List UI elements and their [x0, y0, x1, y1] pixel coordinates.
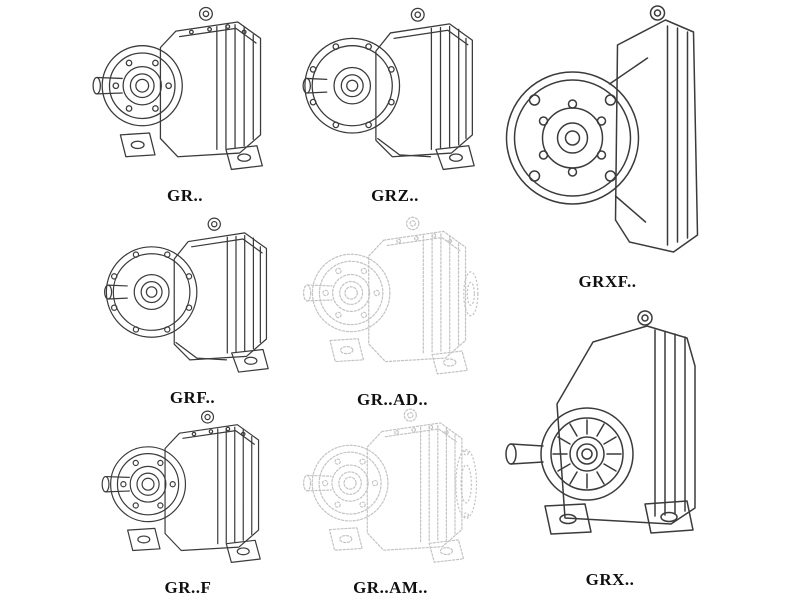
figure-grad: GR..AD..	[290, 212, 495, 414]
figure-label-grff: GR..F	[164, 578, 212, 597]
figure-label-gr: GR..	[167, 186, 203, 205]
gearbox-drawing-grxf	[495, 0, 720, 270]
figure-label-grad: GR..AD..	[356, 390, 429, 409]
gearbox-drawing-grz	[295, 2, 495, 184]
figure-gr: GR..	[85, 2, 285, 210]
gearbox-drawing-grf	[90, 212, 295, 386]
figure-grx: GRX..	[495, 300, 725, 594]
gearbox-drawing-gram	[288, 404, 493, 576]
gearbox-drawing-grad	[290, 212, 495, 388]
figure-grxf: GRXF..	[495, 0, 720, 296]
figure-grz: GRZ..	[295, 2, 495, 210]
figure-label-grz: GRZ..	[371, 186, 419, 205]
figure-grff: GR..F	[88, 406, 288, 600]
figure-gram: GR..AM..	[288, 404, 493, 600]
gearbox-drawing-grff	[88, 406, 288, 576]
figure-label-grxf: GRXF..	[578, 272, 637, 291]
figure-label-gram: GR..AM..	[353, 578, 428, 597]
gearbox-drawing-grx	[495, 300, 725, 568]
gearbox-drawing-gr	[85, 2, 285, 184]
figure-grf: GRF..	[90, 212, 295, 412]
figure-label-grx: GRX..	[585, 570, 635, 589]
figure-label-grf: GRF..	[169, 388, 216, 407]
